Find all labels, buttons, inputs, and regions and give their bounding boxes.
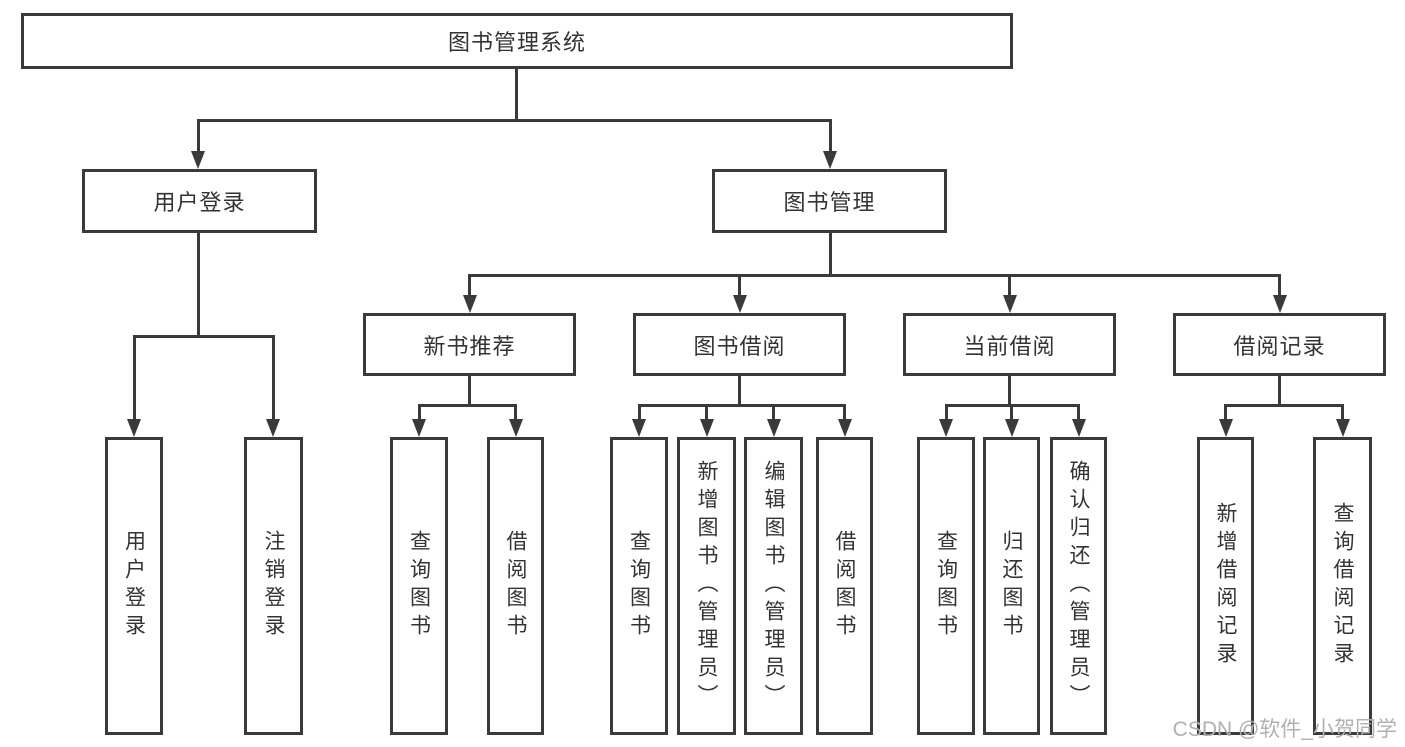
arrowhead-down-icon — [1219, 419, 1233, 437]
leaf-return-books: 归还图书 — [983, 437, 1040, 735]
arrowhead-down-icon — [838, 419, 852, 437]
arrowhead-down-icon — [1273, 295, 1287, 313]
arrowhead-down-icon — [266, 419, 280, 437]
leaf-add-books-admin: 新增图书（管理员） — [677, 437, 736, 735]
leaf-add-borrowing-record: 新增借阅记录 — [1197, 437, 1254, 735]
connector-vline — [133, 335, 136, 420]
connector-vline — [468, 276, 471, 296]
leaf-label: 查询图书 — [934, 530, 958, 642]
arrowhead-down-icon — [733, 295, 747, 313]
connector-vline — [1278, 376, 1281, 405]
connector-hline — [1224, 404, 1343, 407]
arrowhead-down-icon — [191, 151, 205, 169]
leaf-borrow-books-borrowing: 借阅图书 — [816, 437, 873, 735]
node-library-management-system: 图书管理系统 — [21, 13, 1013, 69]
leaf-confirm-return-admin: 确认归还（管理员） — [1050, 437, 1107, 735]
leaf-label: 确认归还（管理员） — [1067, 460, 1090, 712]
leaf-logout: 注销登录 — [244, 437, 303, 735]
connector-vline — [468, 376, 471, 405]
node-borrowing-records: 借阅记录 — [1173, 313, 1386, 376]
connector-vline — [738, 376, 741, 405]
arrowhead-down-icon — [1005, 419, 1019, 437]
arrowhead-down-icon — [700, 419, 714, 437]
leaf-edit-books-admin: 编辑图书（管理员） — [744, 437, 803, 735]
leaf-label: 借阅图书 — [504, 530, 527, 642]
leaf-label: 查询图书 — [627, 530, 651, 642]
connector-vline — [1077, 404, 1080, 420]
arrowhead-down-icon — [632, 419, 646, 437]
arrowhead-down-icon — [1336, 419, 1350, 437]
arrowhead-down-icon — [463, 295, 477, 313]
connector-vline — [1010, 404, 1013, 420]
leaf-label: 借阅图书 — [833, 530, 856, 642]
leaf-label: 编辑图书（管理员） — [762, 460, 785, 712]
connector-hline — [638, 404, 845, 407]
leaf-query-borrowing-record: 查询借阅记录 — [1313, 437, 1372, 735]
leaf-label: 新增图书（管理员） — [695, 460, 718, 712]
node-book-management: 图书管理 — [712, 169, 947, 233]
connector-vline — [418, 404, 421, 420]
arrowhead-down-icon — [127, 419, 141, 437]
connector-hline — [133, 335, 274, 338]
connector-vline — [1224, 404, 1227, 420]
connector-hline — [468, 274, 1281, 277]
node-new-book-recommendation: 新书推荐 — [363, 313, 576, 376]
arrowhead-down-icon — [823, 151, 837, 169]
connector-vline — [829, 119, 832, 152]
arrowhead-down-icon — [412, 419, 426, 437]
leaf-label: 用户登录 — [122, 530, 146, 642]
node-book-borrowing: 图书借阅 — [633, 313, 846, 376]
connector-vline — [272, 335, 275, 420]
leaf-label: 查询图书 — [407, 530, 431, 642]
connector-vline — [843, 404, 846, 420]
leaf-label: 归还图书 — [1000, 530, 1023, 642]
connector-vline — [829, 233, 832, 276]
connector-vline — [1278, 276, 1281, 296]
connector-hline — [197, 119, 832, 122]
node-user-login: 用户登录 — [82, 169, 317, 233]
leaf-borrow-books-recommend: 借阅图书 — [487, 437, 544, 735]
connector-vline — [1008, 376, 1011, 405]
connector-hline — [418, 404, 517, 407]
connector-vline — [638, 404, 641, 420]
connector-vline — [1008, 276, 1011, 296]
connector-vline — [705, 404, 708, 420]
connector-vline — [772, 404, 775, 420]
leaf-label: 注销登录 — [262, 530, 285, 642]
connector-vline — [945, 404, 948, 420]
leaf-user-login: 用户登录 — [105, 437, 163, 735]
connector-vline — [197, 119, 200, 152]
arrowhead-down-icon — [1072, 419, 1086, 437]
connector-vline — [738, 276, 741, 296]
leaf-query-books-borrowing: 查询图书 — [610, 437, 668, 735]
leaf-label: 查询借阅记录 — [1331, 502, 1354, 670]
leaf-query-books-current: 查询图书 — [917, 437, 975, 735]
connector-vline — [1341, 404, 1344, 420]
arrowhead-down-icon — [509, 419, 523, 437]
arrowhead-down-icon — [767, 419, 781, 437]
leaf-query-books-recommend: 查询图书 — [390, 437, 448, 735]
arrowhead-down-icon — [1003, 295, 1017, 313]
leaf-label: 新增借阅记录 — [1214, 502, 1237, 670]
node-current-borrowing: 当前借阅 — [903, 313, 1116, 376]
watermark: CSDN @软件_小贺同学 — [1172, 718, 1397, 741]
connector-vline — [197, 233, 200, 336]
arrowhead-down-icon — [939, 419, 953, 437]
connector-vline — [515, 67, 518, 120]
connector-vline — [514, 404, 517, 420]
